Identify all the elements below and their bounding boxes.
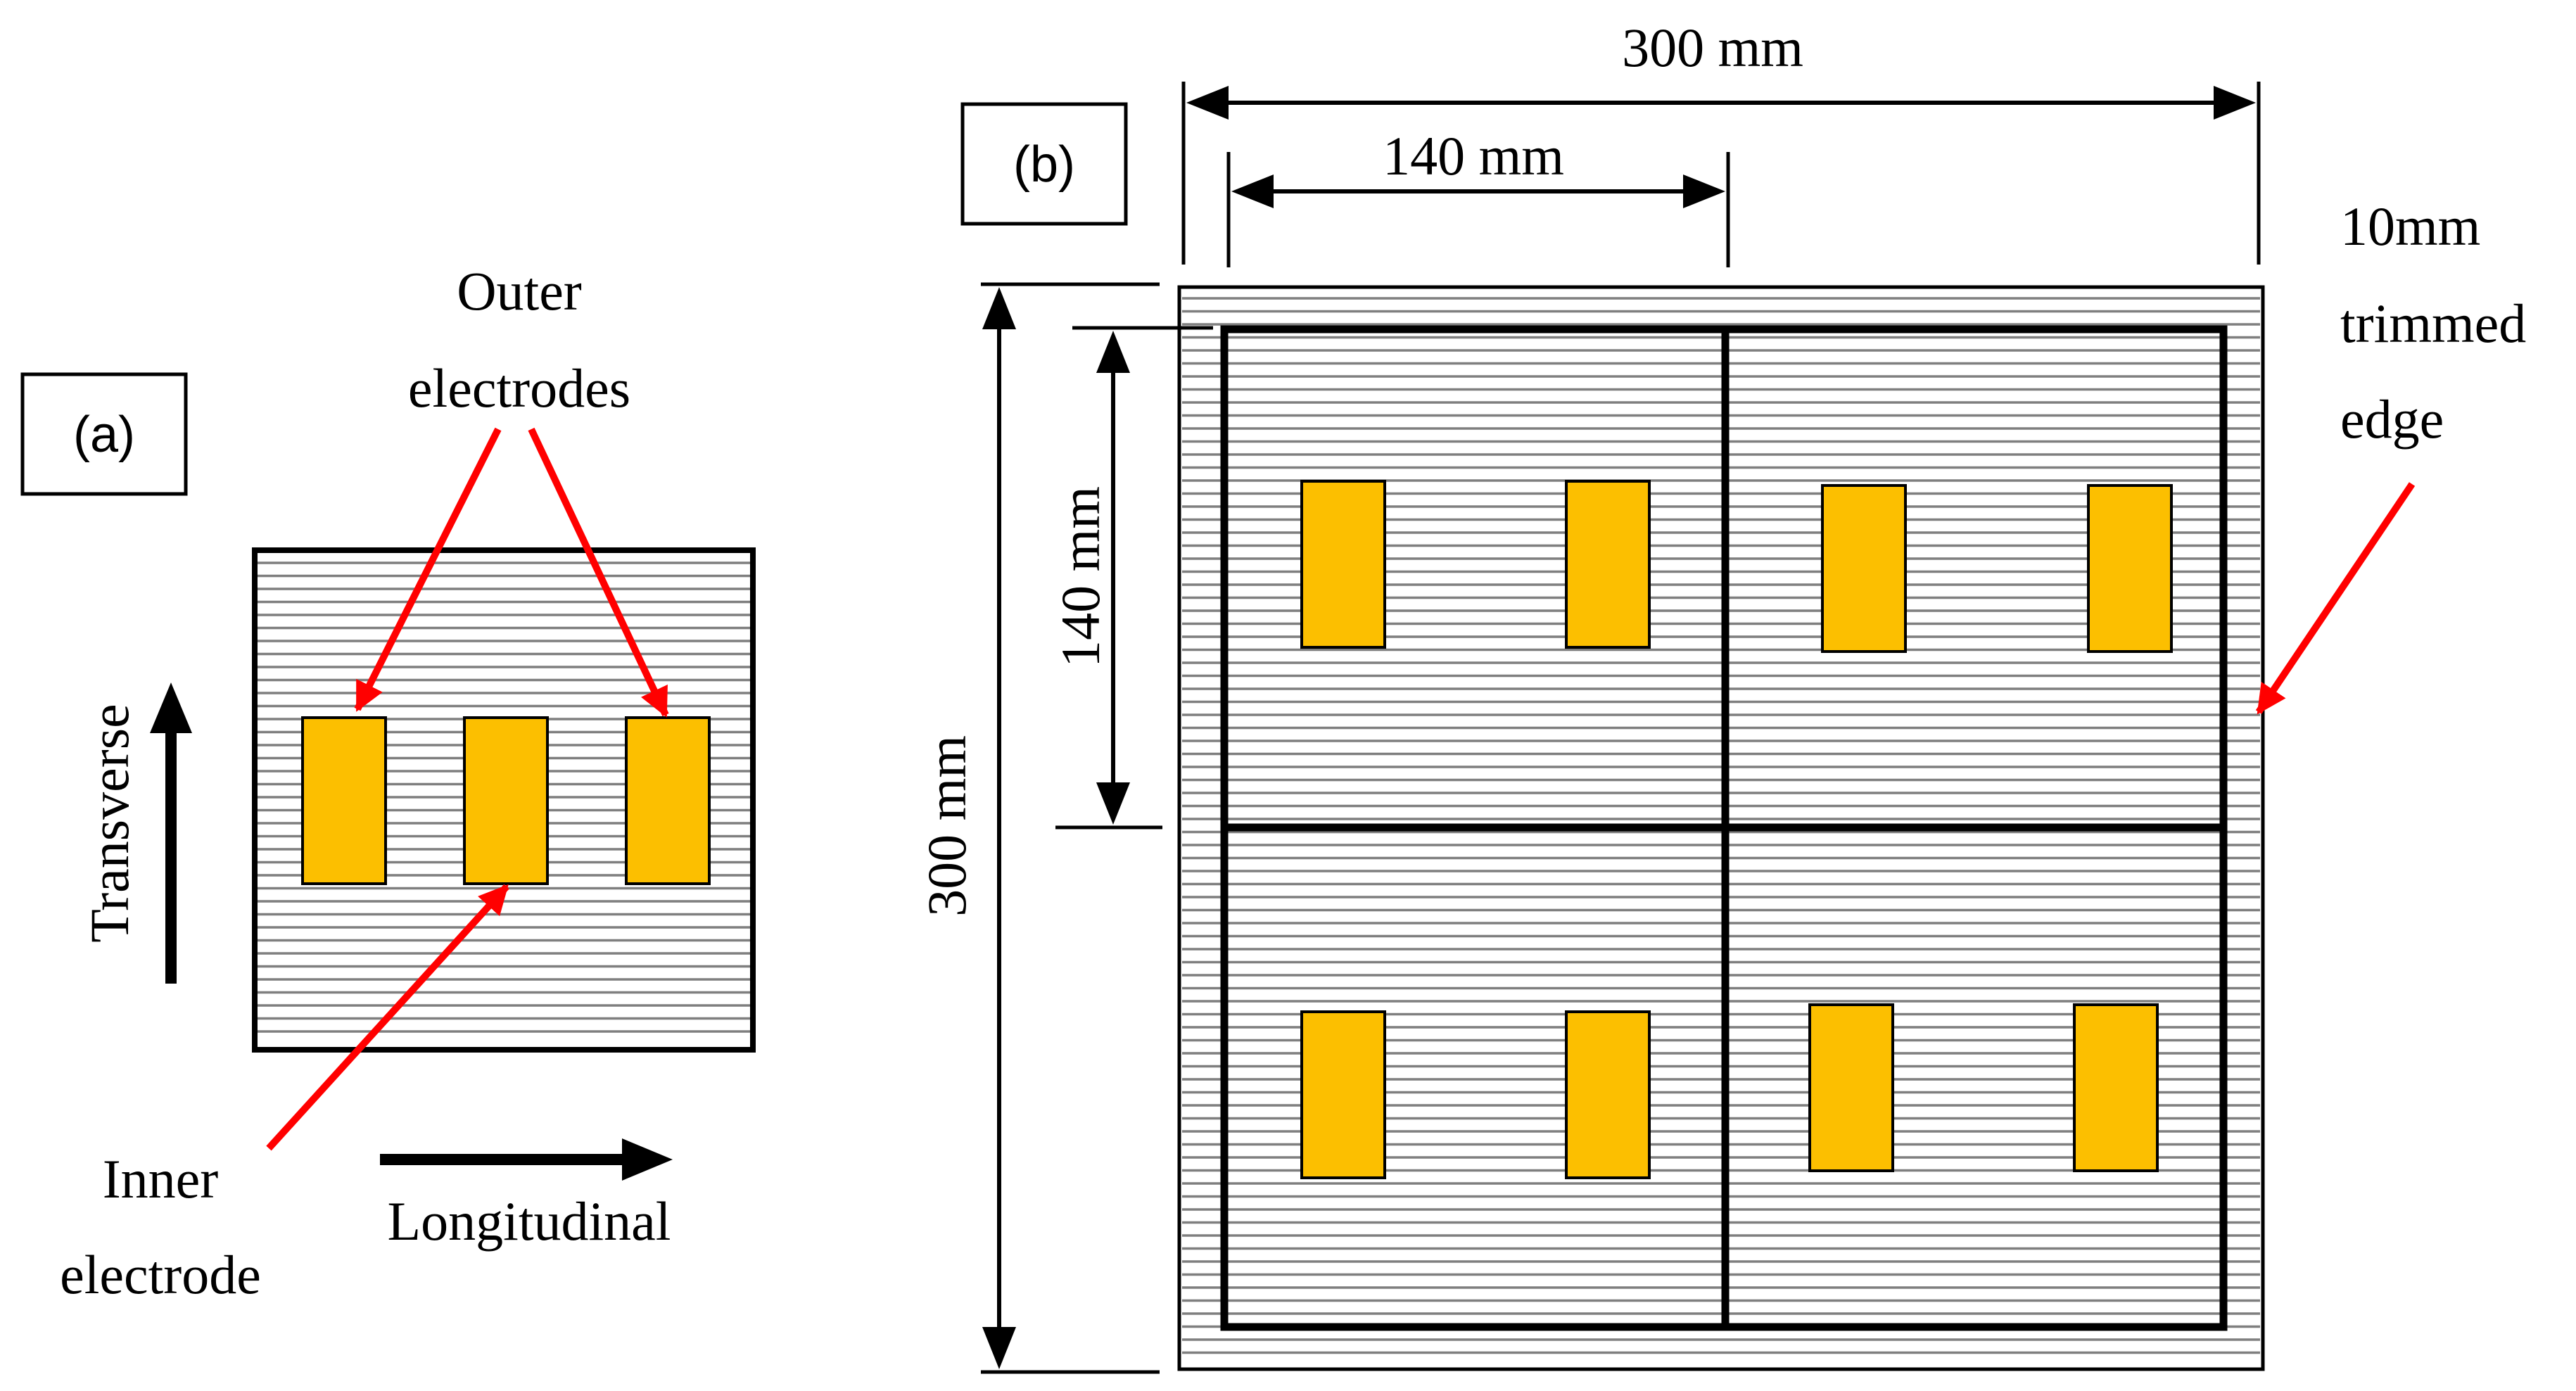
longitudinal-label: Longitudinal bbox=[388, 1190, 671, 1252]
arrow-trimmed-edge bbox=[2255, 482, 2416, 715]
dimension-total-height bbox=[981, 282, 1160, 1374]
dimension-half-height-label: 140 mm bbox=[1050, 486, 1111, 668]
outer-electrodes-label-line2: electrodes bbox=[408, 357, 630, 419]
outer-electrodes-label-line1: Outer bbox=[457, 260, 582, 322]
electrode-bl-right bbox=[1565, 1010, 1651, 1179]
electrode-br-right bbox=[2073, 1003, 2159, 1172]
panel-b: (b) 300 mm bbox=[916, 17, 2526, 1374]
trimmed-edge-label-line2: trimmed bbox=[2340, 293, 2526, 354]
dimension-half-height bbox=[1055, 326, 1213, 830]
electrode-bl-left bbox=[1300, 1010, 1386, 1179]
panel-a-label-box bbox=[20, 372, 188, 496]
electrode-br-left bbox=[1808, 1003, 1894, 1172]
panel-b-label: (b) bbox=[1013, 136, 1075, 193]
panel-b-label-box bbox=[960, 102, 1128, 226]
dimension-total-width bbox=[1181, 82, 2261, 265]
electrode-tr-left bbox=[1821, 484, 1907, 653]
outer-electrode-left bbox=[301, 716, 387, 885]
arrow-outer-right bbox=[528, 427, 669, 718]
electrode-tr-right bbox=[2087, 484, 2173, 653]
inner-electrode-label-line1: Inner bbox=[103, 1148, 219, 1209]
panel-a-label: (a) bbox=[73, 407, 135, 463]
inner-electrode-label-line2: electrode bbox=[60, 1244, 261, 1305]
electrode-tl-left bbox=[1300, 480, 1386, 649]
panel-a: (a) Outer electrodes Inner electrode Tra… bbox=[20, 260, 756, 1305]
longitudinal-arrow bbox=[380, 1138, 673, 1181]
dimension-half-width bbox=[1226, 152, 1730, 267]
arrow-inner bbox=[266, 884, 509, 1151]
outer-electrode-right bbox=[625, 716, 711, 885]
transverse-arrow bbox=[150, 682, 192, 984]
electrode-tl-right bbox=[1565, 480, 1651, 649]
dimension-total-height-label: 300 mm bbox=[916, 735, 977, 917]
inner-electrode bbox=[463, 716, 549, 885]
arrow-outer-left bbox=[354, 427, 502, 712]
transverse-label: Transverse bbox=[79, 704, 140, 942]
dimension-half-width-label: 140 mm bbox=[1383, 125, 1564, 186]
trimmed-edge-label-line3: edge bbox=[2340, 388, 2444, 450]
trimmed-edge-label-line1: 10mm bbox=[2340, 196, 2480, 257]
dimension-total-width-label: 300 mm bbox=[1622, 17, 1803, 78]
